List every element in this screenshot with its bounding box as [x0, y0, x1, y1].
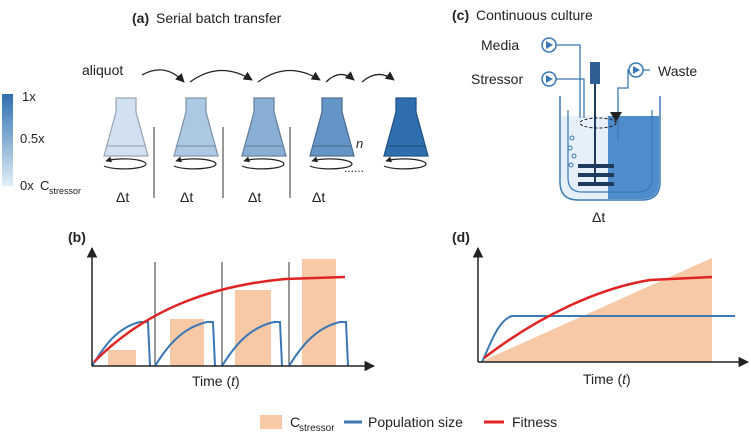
stressor-bar-3	[235, 290, 271, 366]
bubble-3	[571, 153, 577, 159]
colorbar-top-label: 1x	[22, 89, 36, 104]
panel-c-dt-label: Δt	[592, 209, 605, 225]
legend-stressor-label: C	[290, 414, 300, 430]
transfer-arrow-4	[325, 71, 355, 83]
panel-d-stressor-area	[480, 258, 712, 362]
flask-5-shaking-icon	[383, 156, 427, 170]
waste-flow-arrow	[610, 112, 622, 122]
panel-d-axes	[472, 246, 750, 368]
waste-pump-icon	[628, 62, 644, 78]
panel-c-title: Continuous culture	[476, 7, 593, 23]
panel-b-x-axis-label: Time (t)	[192, 373, 240, 389]
panel-a-label: (a)	[132, 10, 149, 26]
panel-d-label: (d)	[452, 229, 470, 245]
panel-d-fitness-curve	[483, 275, 713, 359]
colorbar: 1x 0.5x 0x C stressor	[2, 89, 81, 196]
population-batch-3	[221, 321, 283, 367]
flask-3-shaking-icon	[241, 156, 285, 170]
colorbar-gradient	[2, 94, 13, 186]
panel-c-label: (c)	[452, 7, 469, 23]
colorbar-c-label: C	[40, 178, 49, 193]
flask-2-body	[173, 97, 219, 157]
population-batch-2	[154, 321, 216, 367]
bioreactor	[541, 37, 661, 201]
panel-a-title: Serial batch transfer	[156, 10, 282, 26]
bubble-1	[569, 135, 575, 141]
bubble-2	[567, 145, 573, 151]
legend: C stressor Population size Fitness	[260, 414, 557, 434]
flask-2	[173, 97, 219, 170]
transfer-arrow-3	[257, 69, 321, 83]
flask-4	[309, 97, 355, 170]
bubbles	[567, 135, 577, 168]
legend-stressor-subscript: stressor	[299, 423, 335, 434]
panel-b-label: (b)	[68, 229, 86, 245]
transfer-arrow-5	[361, 71, 395, 83]
vessel-liquid-right	[608, 116, 659, 199]
stressor-label: Stressor	[471, 71, 523, 87]
aliquot-label: aliquot	[82, 62, 123, 78]
vessel-outline	[559, 96, 661, 201]
batch-separators	[153, 127, 291, 198]
transfer-arrows	[141, 69, 395, 83]
rotation-indicator	[579, 117, 617, 129]
panel-d-chart	[472, 246, 750, 368]
flask-4-body	[309, 97, 355, 157]
panel-b-chart	[86, 246, 376, 372]
flask-1-shaking-icon	[103, 156, 147, 170]
flask-3-body	[241, 97, 287, 157]
transfer-arrow-1	[141, 69, 185, 83]
stressor-bar-2	[170, 319, 204, 366]
dt-label-1: Δt	[116, 189, 129, 205]
media-pump-icon	[541, 37, 557, 53]
media-tube	[555, 44, 581, 118]
colorbar-bottom-label: 0x	[20, 178, 34, 193]
panel-d-x-axis-label: Time (t)	[583, 371, 631, 387]
dt-label-2: Δt	[180, 189, 193, 205]
colorbar-c-subscript: stressor	[49, 186, 81, 196]
media-label: Media	[481, 37, 519, 53]
stirrer-motor	[590, 62, 600, 84]
stressor-pump-icon	[541, 71, 557, 87]
flask-row	[103, 97, 429, 170]
panel-b-axes	[86, 246, 376, 372]
vessel-liquid-left	[561, 116, 608, 199]
colorbar-mid-label: 0.5x	[20, 131, 45, 146]
flask-2-shaking-icon	[173, 156, 217, 170]
flask-3	[241, 97, 287, 170]
ellipsis: ......	[344, 161, 364, 175]
flask-5-body	[383, 97, 429, 157]
vessel-inner-wall	[567, 110, 653, 193]
panel-b-stressor-bars	[108, 259, 336, 366]
panel-b-fitness-curve	[93, 275, 346, 363]
stressor-bar-1	[108, 350, 136, 366]
stressor-tube	[555, 78, 585, 118]
stressor-bar-4	[302, 259, 336, 366]
flask-4-shaking-icon	[309, 156, 353, 170]
waste-label: Waste	[658, 63, 697, 79]
flask-5	[383, 97, 429, 170]
transfer-arrow-2	[189, 69, 253, 83]
bubble-4	[568, 162, 574, 168]
population-batch-4	[288, 321, 349, 367]
dt-label-3: Δt	[248, 189, 261, 205]
legend-fitness-label: Fitness	[512, 414, 557, 430]
impeller	[578, 164, 614, 186]
flask-1	[103, 97, 149, 170]
legend-stressor-swatch	[260, 415, 282, 429]
n-label: n	[356, 136, 363, 151]
flask-1-body	[103, 97, 149, 157]
legend-population-label: Population size	[368, 414, 463, 430]
dt-label-4: Δt	[312, 189, 325, 205]
